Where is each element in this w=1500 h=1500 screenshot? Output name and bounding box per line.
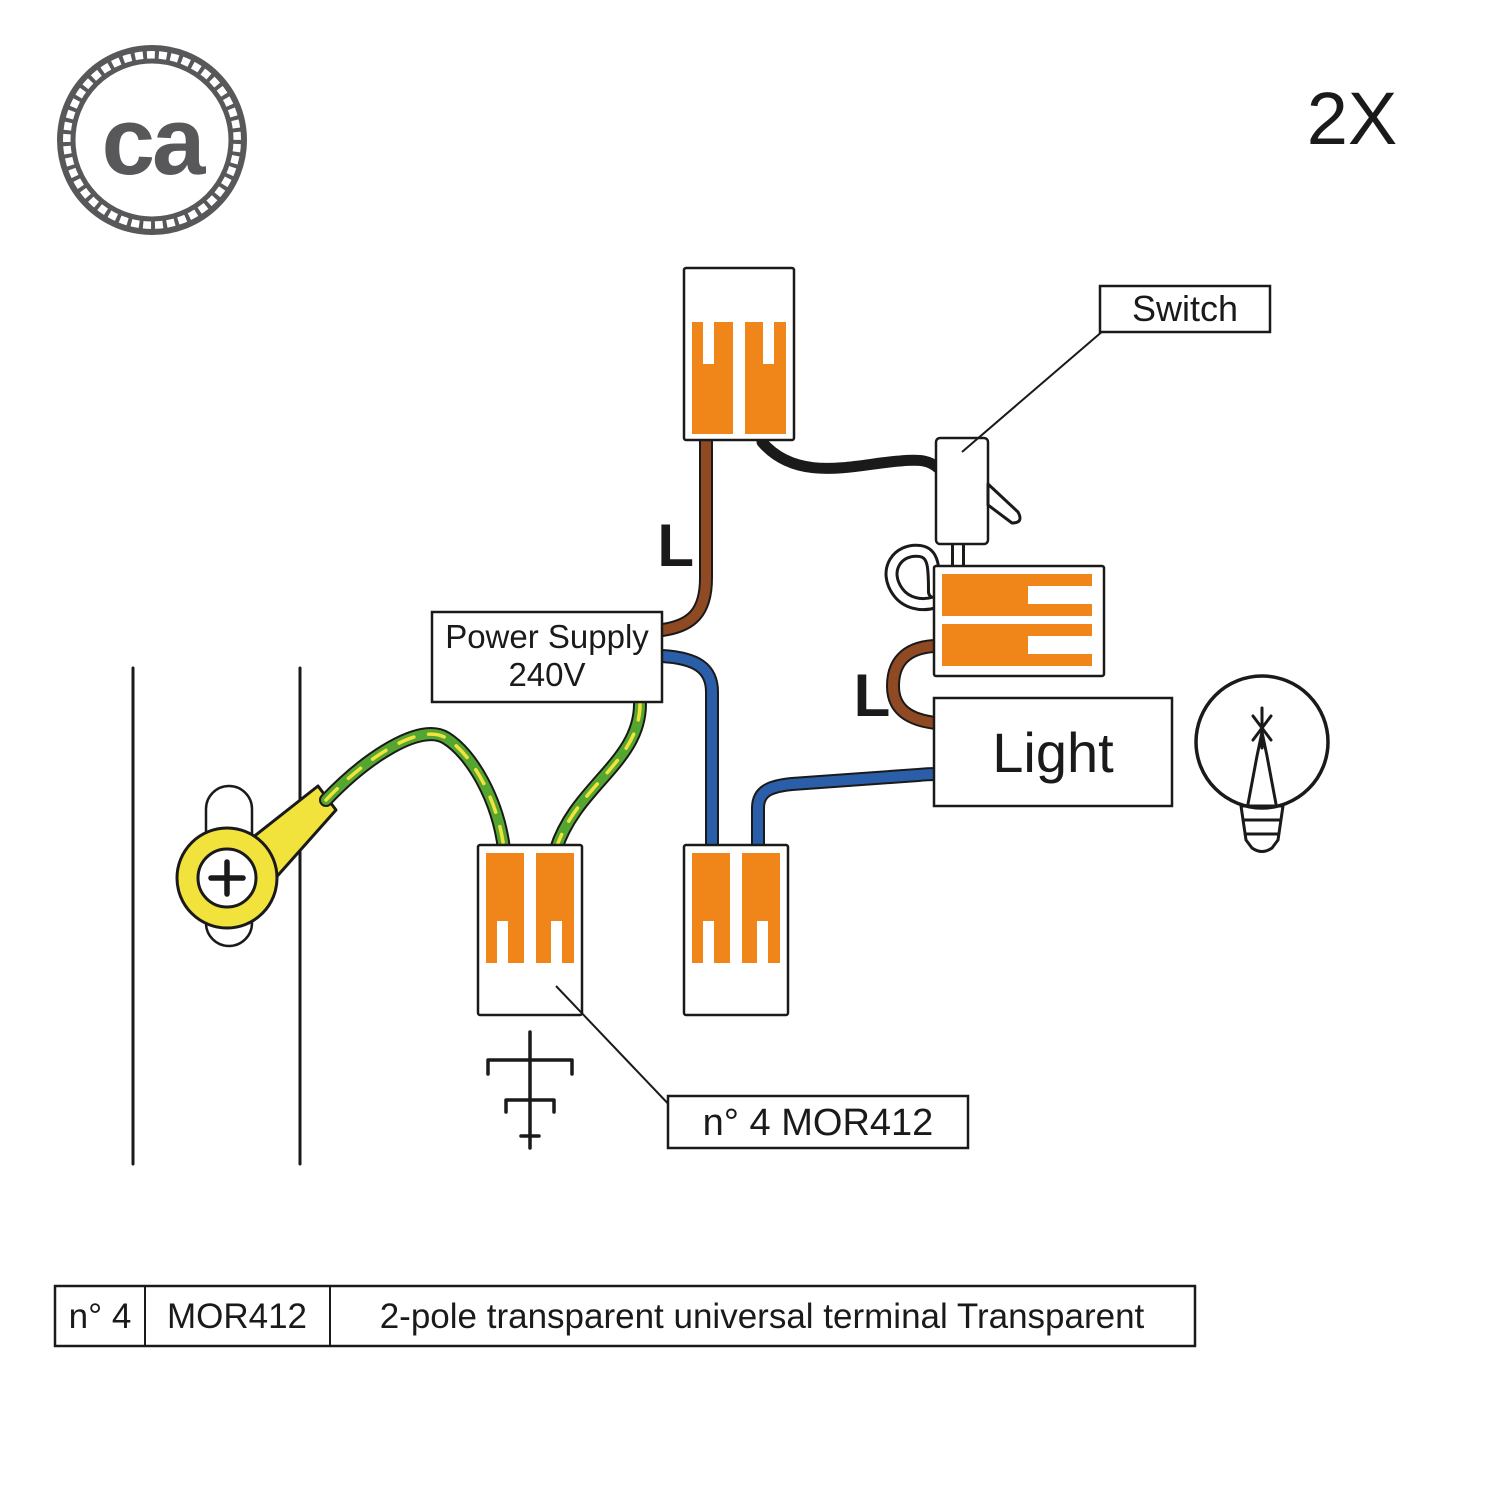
- terminal-slot-top: [1028, 586, 1092, 604]
- table-cell-quantity: n° 4: [69, 1297, 132, 1336]
- bulb-base: [1239, 804, 1285, 853]
- terminal-right: [932, 564, 1106, 678]
- wire-live-top: [657, 437, 711, 635]
- bulb-glass: [1194, 674, 1330, 810]
- callout-leader-line: [555, 985, 677, 1113]
- light-label: Light: [992, 721, 1114, 784]
- rope-texture-icon: [60, 48, 244, 232]
- callout-box: [666, 1094, 970, 1150]
- callout-group: n° 4 MOR412: [555, 985, 970, 1150]
- power-supply-box: [430, 610, 664, 704]
- wire-earth-a: [321, 729, 509, 854]
- table-column-dividers: [144, 1286, 331, 1346]
- wire-neutral-a-outline: [655, 649, 719, 856]
- brand-logo: ca: [57, 45, 247, 235]
- live-label-right: L: [854, 662, 891, 729]
- parts-table: n° 4 MOR412 2-pole transparent universal…: [53, 1284, 1197, 1348]
- light-box: [932, 696, 1174, 808]
- power-supply-group: Power Supply 240V: [430, 610, 664, 704]
- terminal-bottom-left: [476, 843, 584, 1017]
- toggle-switch-icon: [934, 436, 1022, 546]
- light-group: Light: [932, 696, 1174, 808]
- switch-body: [934, 436, 990, 546]
- switch-label-group: Switch: [961, 284, 1272, 453]
- earth-ground-symbol-icon: [486, 1030, 574, 1150]
- terminal-divider: [733, 322, 745, 434]
- earth-lug: [175, 784, 338, 948]
- terminal-slot-right: [551, 921, 562, 963]
- power-supply-label-line1: Power Supply: [445, 618, 649, 655]
- terminal-slot-bottom: [1028, 636, 1092, 654]
- terminal-slot-right: [763, 322, 774, 364]
- terminal-divider: [730, 853, 742, 963]
- wire-earth-b: [551, 699, 645, 854]
- ground-bar-2: [504, 1098, 556, 1114]
- wire-switch-black: [756, 436, 944, 474]
- wires: [319, 435, 965, 856]
- wire-live-right: [887, 641, 941, 728]
- table-cell-description: 2-pole transparent universal terminal Tr…: [380, 1297, 1145, 1336]
- live-label-top: L: [657, 512, 694, 579]
- bulb-filament: [1246, 706, 1278, 806]
- terminal-slot-left: [703, 322, 714, 364]
- switch-leader-line: [961, 329, 1105, 453]
- table-cell-code: MOR412: [167, 1297, 307, 1336]
- terminal-top: [682, 266, 796, 442]
- switch-label-box: [1098, 284, 1272, 334]
- wire-neutral-a: [657, 651, 717, 854]
- power-supply-label-line2: 240V: [508, 656, 585, 693]
- switch-lever: [986, 482, 1022, 525]
- ground-bar-1: [486, 1058, 574, 1076]
- light-bulb-icon: [1194, 674, 1330, 853]
- quantity-label: 2X: [1307, 77, 1398, 160]
- logo-text: ca: [102, 88, 206, 195]
- terminal-slot-right: [757, 921, 768, 963]
- terminal-slot-left: [497, 921, 508, 963]
- wall-lines: [131, 666, 302, 1166]
- terminal-slot-left: [703, 921, 714, 963]
- table-border: [53, 1284, 1197, 1348]
- screw-cross: [208, 859, 246, 897]
- terminal-bottom-center: [682, 843, 790, 1017]
- wire-earth-a-outline: [319, 727, 511, 856]
- terminal-divider: [524, 853, 536, 963]
- wire-earth-a-stripe: [324, 732, 506, 851]
- logo-inner-ring: [70, 58, 234, 222]
- callout-label: n° 4 MOR412: [703, 1102, 934, 1144]
- switch-label: Switch: [1132, 288, 1238, 329]
